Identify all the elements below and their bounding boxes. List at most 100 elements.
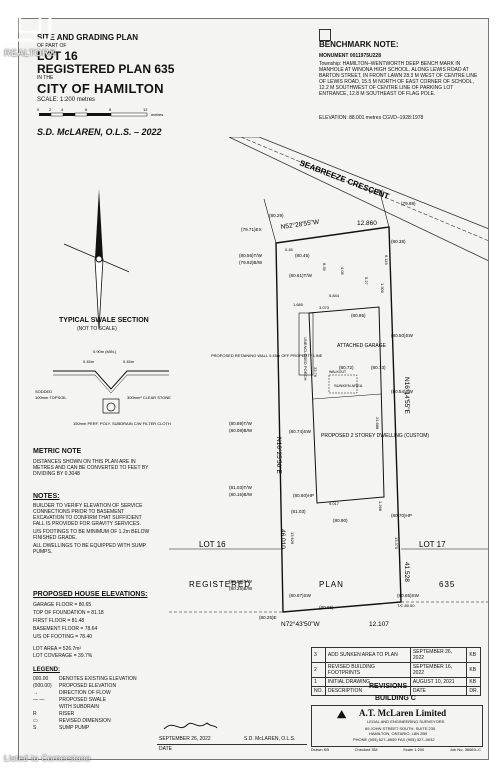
- swale-title: TYPICAL SWALE SECTION: [59, 317, 149, 324]
- scale-unit: metres: [151, 112, 163, 117]
- elev-label: (80.67)SW: [289, 593, 312, 598]
- dim-label: 3.073: [319, 305, 330, 310]
- east-distance: 41.528: [403, 562, 410, 582]
- elev-label: (80.56)T/W: [239, 253, 263, 258]
- elevation-row: FIRST FLOOR = 81.48: [33, 618, 85, 624]
- legend-heading: LEGEND:: [33, 667, 60, 673]
- dim-label: 6.119: [384, 255, 389, 265]
- dim-label: 5.844: [329, 293, 340, 298]
- elev-label: (80.72): [339, 365, 354, 370]
- metric-note-heading: METRIC NOTE: [33, 448, 82, 455]
- legend-row: WITH SUBDRAIN: [59, 704, 99, 710]
- legend-row: ▭REVISED DIMENSION: [33, 718, 111, 724]
- north-arrow-icon: [63, 189, 129, 329]
- north-distance: 12.860: [357, 220, 377, 227]
- metric-note-text: DISTANCES SHOWN ON THIS PLAN ARE IN METR…: [33, 459, 149, 477]
- svg-text:100mm TOPSOIL: 100mm TOPSOIL: [35, 395, 67, 400]
- registered-label: REGISTERED: [189, 580, 251, 589]
- dim-label: 13.370: [394, 537, 399, 550]
- benchmark-elevation: ELEVATION: 88.001 metres CGVD–1928:1978: [319, 115, 424, 121]
- plan-number-title: REGISTERED PLAN 635: [37, 62, 175, 76]
- garage-label: ATTACHED GARAGE: [337, 343, 387, 349]
- elev-label: (81.03): [291, 509, 306, 514]
- dim-label: 33.76: [313, 367, 318, 378]
- svg-text:0.90m (MIN.): 0.90m (MIN.): [93, 349, 117, 354]
- elev-label: (80.50)SW: [391, 333, 414, 338]
- site-plan: SEABREEZE CRESCENT N52°28'55"W 12.860 N1…: [169, 137, 488, 628]
- small-benchmark: T/C 80.50: [397, 603, 415, 608]
- svg-text:SODDED: SODDED: [35, 389, 52, 394]
- notes-heading: NOTES:: [33, 493, 60, 500]
- south-distance: 12.107: [369, 621, 389, 628]
- scale-tick: 8: [109, 107, 112, 112]
- elev-label: (80.70)HP: [391, 513, 412, 518]
- svg-text:0.45m: 0.45m: [123, 359, 135, 364]
- elev-label: (80.82)T/W: [229, 579, 253, 584]
- dim-label: 8.35: [322, 263, 327, 272]
- swale-diagram: 0.90m (MIN.) 0.45m 0.45m SODDED 100mm TO…: [35, 349, 171, 426]
- lot-title: LOT 16: [37, 49, 78, 63]
- north-bearing: N52°28'55"W: [280, 218, 320, 231]
- benchmark-monument: MONUMENT 0011975U228: [319, 53, 381, 59]
- west-distance: 46.010: [279, 529, 286, 549]
- lot16-label: LOT 16: [199, 540, 226, 549]
- elev-label: (80.90): [333, 518, 348, 523]
- elev-label: (80.65)SW: [397, 593, 420, 598]
- surveyor-title: S.D. McLAREN, O.L.S. – 2022: [37, 127, 162, 137]
- legend-row: (000.00)PROPOSED ELEVATION: [33, 683, 117, 689]
- scale-tick: 0: [37, 107, 40, 112]
- company-addr2: HAMILTON, ONTARIO, L8N 2B9: [369, 731, 428, 736]
- elev-label: (79.84): [369, 189, 384, 194]
- dim-label: 4.05: [340, 267, 345, 276]
- elev-label: (80.15)B/W: [229, 492, 253, 497]
- dim-label: 1.680: [293, 302, 304, 307]
- note-item: BUILDER TO VERIFY ELEVATION OF SERVICE C…: [33, 503, 143, 527]
- elev-label: (79.92)B/W: [239, 260, 263, 265]
- dim-label: 21.688: [375, 417, 380, 430]
- svg-text:0.45m: 0.45m: [83, 359, 95, 364]
- notes-list: BUILDER TO VERIFY ELEVATION OF SERVICE C…: [33, 503, 153, 557]
- elevation-row: BASEMENT FLOOR = 78.64: [33, 626, 98, 632]
- elev-label: (80.74)SW: [289, 429, 312, 434]
- elev-label: (79.71)EX: [241, 227, 262, 232]
- company-subtitle: LEGAL AND ENGINEERING SURVEYORS: [367, 719, 445, 724]
- legend-row: →DIRECTION OF FLOW: [33, 690, 111, 696]
- street-name: SEABREEZE CRESCENT: [298, 158, 390, 201]
- elev-label: (80.54)SW: [391, 389, 414, 394]
- in-the-label: IN THE: [37, 75, 54, 81]
- company-phone: PHONE (905) 527–8559 FAX (905) 527–0032: [353, 737, 435, 742]
- elevation-row: TOP OF FOUNDATION = 81.18: [33, 610, 104, 616]
- surveyor-signature-name: S.D. McLAREN, O.L.S.: [244, 736, 296, 742]
- revisions-title: REVISIONS: [369, 683, 408, 690]
- walkout-label: WALKOUT: [329, 370, 347, 374]
- elev-label: (80.45): [295, 253, 310, 258]
- realtor-logo-icon: [8, 4, 52, 42]
- signature-date: SEPTEMBER 26, 2022: [159, 736, 211, 742]
- elev-label: (80.08)B/W: [229, 428, 253, 433]
- company-logo: ⛰: [337, 709, 347, 721]
- legend-row: — —PROPOSED SWALE: [33, 697, 107, 703]
- elev-label: (80.85): [351, 313, 366, 318]
- drawing-sheet: SITE AND GRADING PLAN OF PART OF LOT 16 …: [18, 18, 489, 760]
- elev-label: (80.65): [319, 605, 334, 610]
- elevation-row: U/S OF FOOTING = 78.40: [33, 634, 93, 640]
- svg-text:150mm PERF. POLY. SUBDRAIN C/W: 150mm PERF. POLY. SUBDRAIN C/W FILTER CL…: [73, 421, 171, 426]
- west-bearing: N16°25'50"E: [275, 437, 283, 475]
- company-name: A.T. McLaren Limited: [359, 708, 447, 718]
- scale-tick: 2: [49, 107, 52, 112]
- scale-tick: 12: [143, 107, 148, 112]
- scale-tick: 6: [85, 107, 88, 112]
- swale-subtitle: (NOT TO SCALE): [77, 326, 117, 332]
- lot-coverage: LOT COVERAGE = 39.7%: [33, 653, 93, 659]
- dim-label: 0.45: [285, 247, 294, 252]
- plan-label: PLAN: [319, 580, 344, 589]
- benchmark-heading: BENCHMARK NOTE:: [319, 40, 399, 49]
- elev-label: (80.25)E: [259, 615, 277, 620]
- retaining-wall-label: PROPOSED RETAINING WALL 0.45m OFF PROPER…: [211, 353, 323, 358]
- scale-bar: 0 2 4 6 8 12 metres: [37, 107, 163, 117]
